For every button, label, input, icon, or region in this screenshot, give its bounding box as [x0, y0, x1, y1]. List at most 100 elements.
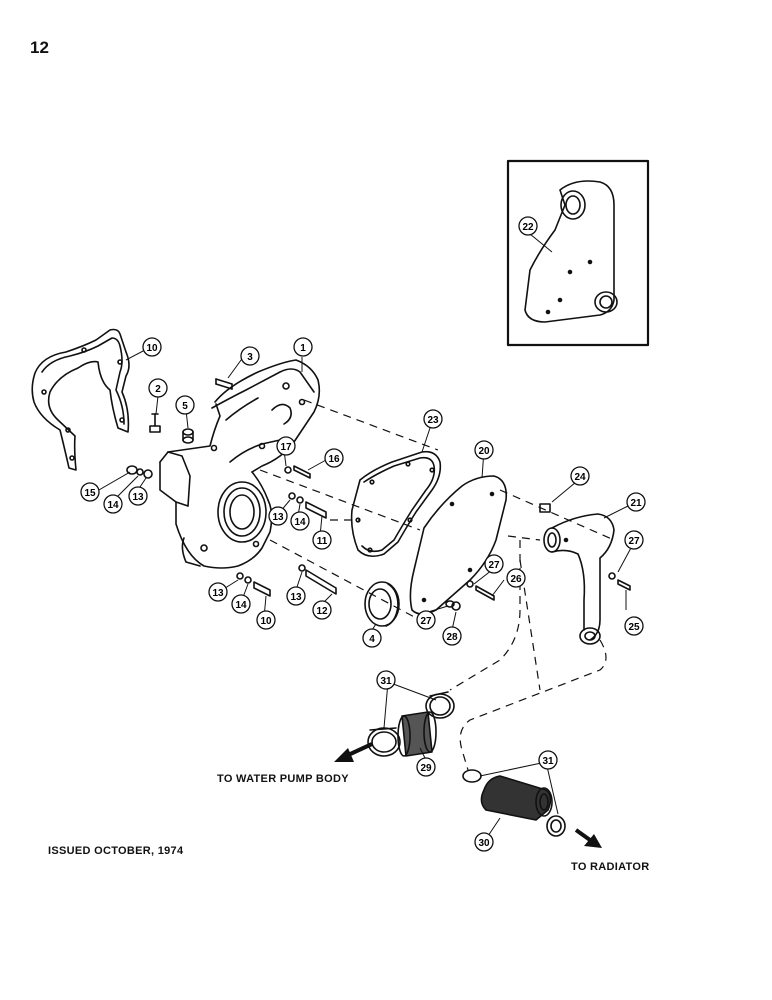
water-outlet-elbow-21 — [543, 513, 615, 645]
nut-27-28 — [445, 600, 461, 611]
bolt-13-14-10 — [236, 572, 271, 597]
callout-21: 21 — [626, 492, 646, 512]
bolt-2 — [149, 413, 161, 433]
nut-washer-15-14-13 — [126, 465, 153, 479]
svg-text:29: 29 — [420, 763, 432, 774]
svg-text:3: 3 — [247, 352, 253, 363]
bolt-27-26 — [466, 580, 495, 601]
svg-text:22: 22 — [522, 222, 534, 233]
hose-clamp-31-right-top — [462, 769, 482, 783]
svg-text:14: 14 — [107, 500, 119, 511]
elbow-part-22 — [524, 180, 618, 323]
cover-gasket-23 — [350, 450, 442, 558]
bolt-17-16 — [284, 465, 311, 479]
svg-text:30: 30 — [478, 838, 490, 849]
callout-15: 15 — [80, 482, 100, 502]
inset-frame — [506, 159, 650, 347]
hose-clamp-31-upper — [425, 691, 455, 719]
svg-text:14: 14 — [294, 517, 306, 528]
svg-text:21: 21 — [630, 498, 642, 509]
svg-text:12: 12 — [316, 606, 328, 617]
callout-22: 22 — [518, 216, 538, 236]
callout-14-left: 14 — [103, 494, 123, 514]
callout-24: 24 — [570, 466, 590, 486]
svg-text:27: 27 — [420, 616, 432, 627]
bolt-13-12 — [298, 564, 337, 595]
issue-date: ISSUED OCTOBER, 1974 — [48, 845, 184, 857]
svg-text:13: 13 — [132, 492, 144, 503]
cover-plate-20 — [409, 475, 508, 615]
callout-14-mid: 14 — [290, 511, 310, 531]
callout-31-right: 31 — [538, 750, 558, 770]
svg-text:11: 11 — [317, 536, 328, 547]
callout-14-low: 14 — [231, 594, 251, 614]
timing-cover-1 — [159, 359, 321, 569]
callout-25: 25 — [624, 616, 644, 636]
svg-text:28: 28 — [446, 632, 458, 643]
callout-12: 12 — [312, 600, 332, 620]
callout-13-mid: 13 — [268, 506, 288, 526]
callouts: 10 2 3 1 5 15 14 13 17 16 13 14 11 13 14… — [80, 216, 646, 852]
callout-9: 10 — [142, 337, 162, 357]
hose-29 — [397, 711, 437, 757]
callout-10: 10 — [256, 610, 276, 630]
callout-27-right: 27 — [624, 530, 644, 550]
hose-30 — [480, 775, 553, 821]
svg-text:10: 10 — [146, 343, 158, 354]
page-number: 12 — [30, 38, 49, 57]
callout-27-low: 27 — [416, 610, 436, 630]
callout-27-mid: 27 — [484, 554, 504, 574]
callout-17: 17 — [276, 436, 296, 456]
callout-5: 5 — [175, 395, 195, 415]
svg-text:1: 1 — [300, 343, 306, 354]
arrow-to-water-pump — [334, 742, 373, 762]
svg-text:13: 13 — [212, 588, 224, 599]
bolt-13-14-11 — [288, 492, 327, 519]
callout-20: 20 — [474, 440, 494, 460]
svg-text:20: 20 — [478, 446, 490, 457]
plug-24 — [539, 503, 551, 513]
callout-23: 23 — [423, 409, 443, 429]
svg-text:23: 23 — [427, 415, 439, 426]
arrow-to-radiator — [574, 828, 602, 848]
svg-text:10: 10 — [260, 616, 272, 627]
callout-16: 16 — [324, 448, 344, 468]
callout-13-low-right: 13 — [286, 586, 306, 606]
hose-clamp-31-lower — [367, 727, 401, 757]
svg-text:2: 2 — [155, 384, 161, 395]
svg-text:15: 15 — [84, 488, 96, 499]
callout-13-low-left: 13 — [208, 582, 228, 602]
svg-text:27: 27 — [628, 536, 640, 547]
timing-cover-gasket-9 — [31, 328, 130, 471]
callout-2: 2 — [148, 378, 168, 398]
svg-text:31: 31 — [542, 756, 554, 767]
svg-text:27: 27 — [488, 560, 500, 571]
svg-text:14: 14 — [235, 600, 247, 611]
svg-text:26: 26 — [510, 574, 522, 585]
svg-text:24: 24 — [574, 472, 586, 483]
svg-text:25: 25 — [628, 622, 640, 633]
callout-1: 1 — [293, 337, 313, 357]
callout-28: 28 — [442, 626, 462, 646]
svg-text:31: 31 — [380, 676, 392, 687]
bolt-27-25 — [608, 572, 631, 591]
svg-text:13: 13 — [272, 512, 284, 523]
callout-11: 11 — [312, 530, 332, 550]
callout-30: 30 — [474, 832, 494, 852]
sleeve-5 — [182, 428, 194, 444]
callout-29: 29 — [416, 757, 436, 777]
callout-13-left: 13 — [128, 486, 148, 506]
leader-lines — [91, 233, 633, 837]
svg-text:17: 17 — [280, 442, 292, 453]
svg-text:16: 16 — [328, 454, 340, 465]
callout-3: 3 — [240, 346, 260, 366]
hose-clamp-31-right-bottom — [546, 815, 566, 837]
callout-4: 4 — [362, 628, 382, 648]
callout-31-left: 31 — [376, 670, 396, 690]
label-to-water-pump: TO WATER PUMP BODY — [217, 773, 349, 785]
dowel-3 — [215, 378, 233, 390]
svg-text:4: 4 — [369, 634, 375, 645]
svg-text:13: 13 — [290, 592, 302, 603]
